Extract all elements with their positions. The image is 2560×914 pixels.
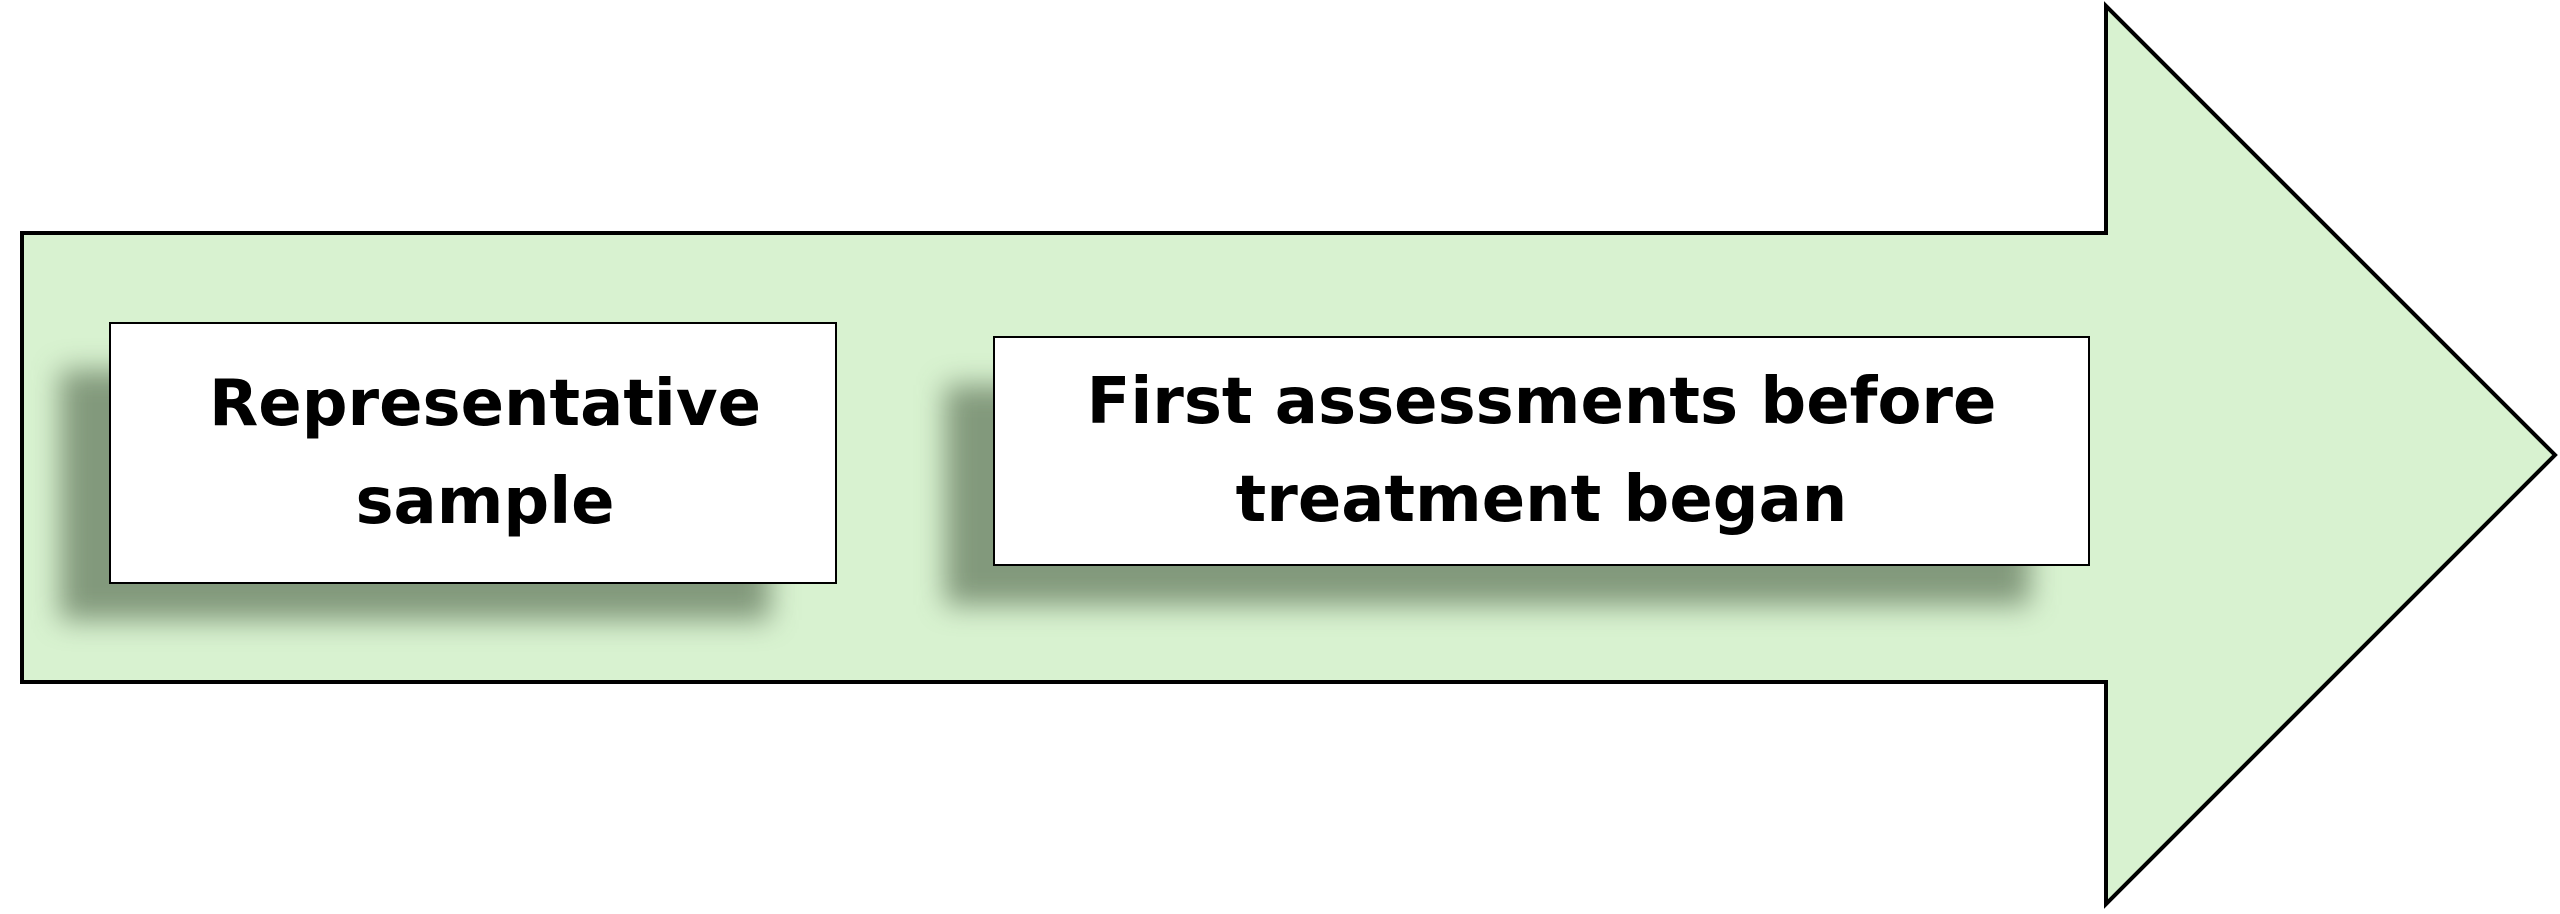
step-1-line-2: sample: [355, 465, 615, 539]
step-1-line-1: Representative: [209, 367, 761, 441]
step-2-line-2: treatment began: [1235, 463, 1848, 537]
step-box-representative-sample: Representative sample: [109, 322, 837, 584]
step-2-line-1: First assessments before: [1086, 365, 1997, 439]
step-box-first-assessments: First assessments before treatment began: [993, 336, 2090, 566]
